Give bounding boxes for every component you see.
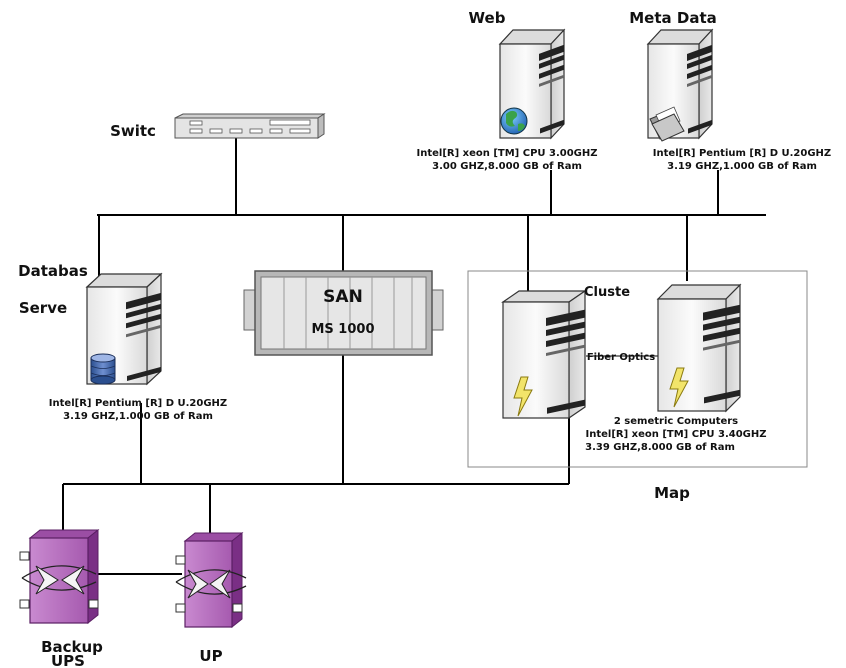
cluster-spec-line3: 3.39 GHZ,8.000 GB of Ram (585, 442, 735, 453)
database-label-line1: Databas (18, 262, 88, 280)
db-spec-line2: 3.19 GHZ,1.000 GB of Ram (63, 411, 213, 422)
lightning-icon (669, 367, 689, 408)
folder-icon (649, 106, 685, 142)
metadata-server[interactable] (646, 28, 714, 142)
ups-arrows-icon (21, 565, 97, 595)
connection-lines (62, 138, 766, 575)
cluster-spec-line1: 2 semetric Computers (614, 416, 738, 427)
database-server[interactable] (85, 272, 163, 386)
lightning-icon (513, 376, 533, 417)
database-icon (90, 353, 116, 385)
globe-icon (500, 107, 528, 135)
db-spec-line1: Intel[R] Pentium [R] D U.20GHZ (49, 398, 227, 409)
cluster-label: Cluste (584, 285, 630, 300)
ups-label: UP (199, 647, 222, 665)
cluster-server-2[interactable] (656, 283, 742, 413)
meta-spec-line1: Intel[R] Pentium [R] D U.20GHZ (653, 148, 831, 159)
fiber-optics-label: Fiber Optics (587, 352, 655, 363)
web-spec-line1: Intel[R] xeon [TM] CPU 3.00GHZ (416, 148, 597, 159)
san-model-label: MS 1000 (311, 322, 374, 337)
database-label-line2: Serve (19, 299, 67, 317)
switch-device[interactable] (174, 113, 326, 139)
cluster-spec-line2: Intel[R] xeon [TM] CPU 3.40GHZ (585, 429, 766, 440)
meta-spec-line2: 3.19 GHZ,1.000 GB of Ram (667, 161, 817, 172)
backup-label-line2: UPS (51, 652, 85, 668)
map-label: Map (654, 484, 690, 502)
san-storage[interactable]: SAN MS 1000 (243, 270, 444, 356)
switch-label: Switc (110, 122, 156, 140)
san-label: SAN (323, 287, 363, 307)
ups-unit[interactable] (175, 531, 247, 629)
ups-arrows-icon (175, 569, 247, 599)
cluster-server-1[interactable] (501, 289, 587, 420)
metadata-label: Meta Data (629, 9, 716, 27)
backup-label-line1: Backup (41, 638, 103, 656)
web-label: Web (469, 9, 506, 27)
cluster-frame (467, 270, 808, 468)
web-spec-line2: 3.00 GHZ,8.000 GB of Ram (432, 161, 582, 172)
backup-ups-unit[interactable] (19, 528, 100, 625)
web-server[interactable] (498, 28, 566, 140)
